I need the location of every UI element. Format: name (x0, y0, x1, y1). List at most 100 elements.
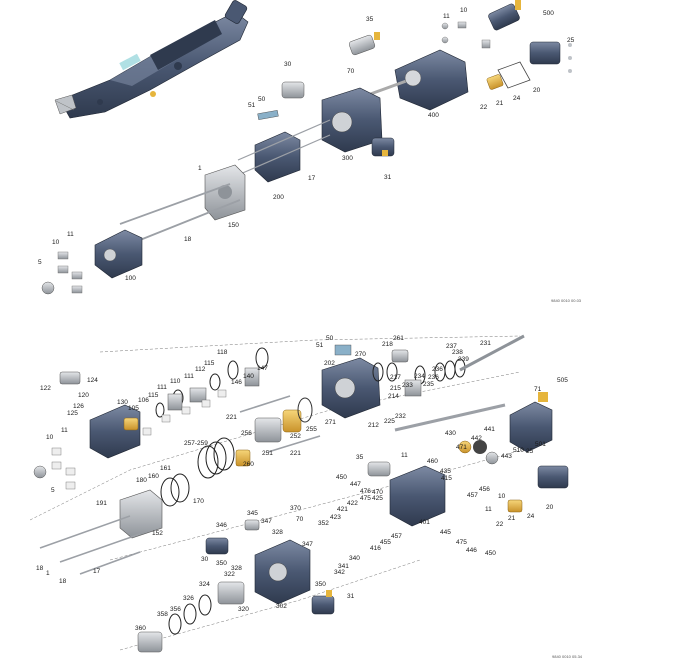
label-bot-6: 238 (452, 349, 463, 356)
label-bot-91: 423 (330, 514, 341, 521)
label-bot-15: 122 (40, 385, 51, 392)
label-bot-42: 10 (46, 434, 54, 441)
label-bot-55: 443 (501, 453, 512, 460)
label-bot-94: 346 (216, 522, 227, 529)
label-bot-104: 445 (440, 529, 451, 536)
label-bot-48: 256 (241, 430, 252, 437)
label-bot-56: 471 (456, 444, 467, 451)
label-top-15: 31 (384, 174, 392, 181)
label-bot-51: 221 (290, 450, 301, 457)
label-bot-3: 270 (355, 351, 366, 358)
label-top-19: 150 (228, 222, 239, 229)
label-bot-69: 447 (350, 481, 361, 488)
label-bot-34: 126 (73, 403, 84, 410)
label-bot-105: 416 (370, 545, 381, 552)
label-top-0: 500 (543, 10, 554, 17)
drawing-code-bottom: 9840 0010 05.34 (552, 654, 583, 659)
label-bot-90: 352 (318, 520, 329, 527)
label-bot-102: 342 (334, 569, 345, 576)
label-bot-71: 475 (360, 495, 371, 502)
label-bot-72: 425 (372, 495, 383, 502)
label-bot-109: 446 (466, 547, 477, 554)
label-bot-23: 105 (128, 405, 139, 412)
label-bot-65: 35 (356, 454, 364, 461)
top-right-parts (41, 0, 572, 295)
label-bot-108: 475 (456, 539, 467, 546)
label-bot-31: 146 (231, 379, 242, 386)
label-top-11: 400 (428, 112, 439, 119)
label-bot-84: 191 (96, 500, 107, 507)
label-bot-14: 235 (423, 381, 434, 388)
label-bot-86: 345 (247, 510, 258, 517)
label-bot-79: 11 (485, 506, 492, 513)
bottom-assembly (29, 334, 569, 653)
label-bot-46: 252 (290, 433, 301, 440)
label-bot-62: 161 (160, 465, 171, 472)
label-bot-36: 505 (557, 377, 568, 384)
label-bot-74: 435 (440, 468, 451, 475)
label-bot-82: 21 (508, 515, 516, 522)
label-top-4: 25 (567, 37, 575, 44)
label-bot-24: 106 (138, 397, 149, 404)
label-bot-9: 217 (390, 374, 401, 381)
label-bot-117: 322 (224, 571, 235, 578)
label-bot-103: 401 (419, 519, 430, 526)
label-bot-49: 251 (262, 450, 273, 457)
label-bot-97: 328 (231, 565, 242, 572)
label-bot-53: 441 (484, 426, 495, 433)
label-bot-43: 11 (61, 427, 68, 434)
label-bot-89: 70 (296, 516, 304, 523)
label-bot-20: 120 (78, 392, 89, 399)
label-bot-115: 324 (199, 581, 210, 588)
label-top-10: 22 (480, 104, 488, 111)
label-bot-118: 320 (238, 606, 249, 613)
label-bot-16: 124 (87, 377, 98, 384)
label-bot-80: 20 (546, 504, 554, 511)
label-bot-106: 455 (380, 539, 391, 546)
label-bot-101: 341 (338, 563, 349, 570)
label-bot-39: 212 (368, 422, 379, 429)
label-top-8: 30 (284, 61, 292, 68)
label-bot-19: 236 (432, 366, 443, 373)
label-bot-95: 30 (201, 556, 209, 563)
label-bot-120: 350 (315, 581, 326, 588)
label-bot-63: 160 (148, 473, 159, 480)
label-bot-70: 476 (360, 488, 371, 495)
label-bot-98: 347 (302, 541, 313, 548)
label-bot-12: 234 (414, 373, 425, 380)
label-bot-26: 111 (157, 384, 167, 391)
label-bot-37: 71 (534, 386, 542, 393)
label-bot-76: 456 (479, 486, 490, 493)
label-bot-5: 237 (446, 343, 457, 350)
label-bot-122: 358 (157, 611, 168, 618)
label-bot-13: 236 (428, 374, 439, 381)
label-top-1: 35 (366, 16, 374, 23)
label-bot-116: 326 (183, 595, 194, 602)
label-bot-33: 147 (257, 365, 268, 372)
label-bot-113: 18 (59, 578, 67, 585)
label-bot-44: 271 (325, 419, 336, 426)
label-top-16: 1 (198, 165, 202, 172)
label-bot-8: 202 (324, 360, 335, 367)
label-top-5: 21 (496, 100, 504, 107)
label-bot-17: 215 (390, 385, 401, 392)
label-bot-93: 422 (347, 500, 358, 507)
label-bot-87: 347 (261, 518, 272, 525)
label-bot-114: 17 (93, 568, 101, 575)
label-bot-75: 415 (441, 475, 452, 482)
label-bot-88: 370 (290, 505, 301, 512)
label-bot-22: 118 (217, 349, 228, 356)
label-bot-81: 24 (527, 513, 535, 520)
label-top-20: 11 (67, 231, 74, 238)
label-bot-67: 460 (427, 458, 438, 465)
label-bot-38: 221 (226, 414, 237, 421)
label-bot-28: 111 (184, 373, 194, 380)
label-top-17: 17 (308, 175, 316, 182)
label-top-7: 20 (533, 87, 541, 94)
label-bot-59: 25 (526, 448, 534, 455)
label-bot-78: 10 (498, 493, 506, 500)
label-bot-2: 261 (393, 335, 404, 342)
label-bot-21: 130 (117, 399, 128, 406)
label-bot-41: 225 (384, 418, 395, 425)
